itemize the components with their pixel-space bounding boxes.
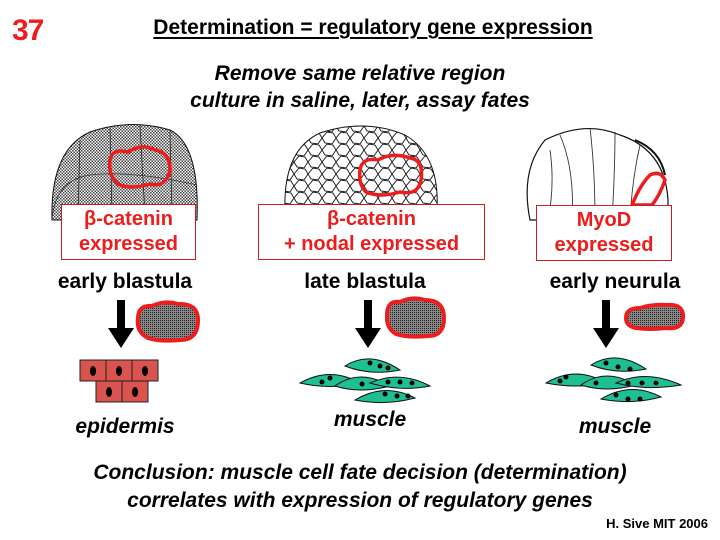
expression-line: expressed <box>554 234 654 256</box>
late-blastula-embryo-icon <box>284 125 438 211</box>
muscle-cells-icon <box>544 357 683 403</box>
expression-line: expressed <box>79 233 178 255</box>
expression-box-late-blastula: β-catenin + nodal expressed <box>258 204 485 260</box>
subtitle-line-1: Remove same relative region <box>214 62 506 85</box>
muscle-cells-icon <box>298 358 432 404</box>
slide-number: 37 <box>12 14 44 47</box>
expression-box-early-neurula: MyoD expressed <box>536 205 672 261</box>
expression-box-early-blastula: β-catenin expressed <box>61 204 196 260</box>
slide-title: Determination = regulatory gene expressi… <box>0 16 720 40</box>
arrow-down-icon <box>108 300 134 348</box>
explant-tissue-icon <box>623 302 686 331</box>
early-blastula-embryo-icon <box>51 124 198 221</box>
arrow-down-icon <box>355 300 381 348</box>
conclusion-line-2: correlates with expression of regulatory… <box>127 489 593 512</box>
fate-label-epidermis: epidermis <box>75 415 175 438</box>
fate-label-muscle: muscle <box>578 415 652 438</box>
expression-line: MyoD <box>576 209 632 231</box>
explant-tissue-icon <box>384 296 447 339</box>
expression-line: β-catenin <box>84 208 173 230</box>
expression-line: β-catenin <box>327 208 416 230</box>
fate-label-muscle: muscle <box>333 408 407 431</box>
stage-label-late-blastula: late blastula <box>304 270 426 293</box>
slide-title-text: Determination = regulatory gene expressi… <box>153 16 593 39</box>
credit: H. Sive MIT 2006 <box>606 516 708 531</box>
arrow-down-icon <box>593 300 619 348</box>
explant-tissue-icon <box>135 300 201 343</box>
epidermis-cells-icon <box>79 359 159 403</box>
stage-label-early-neurula: early neurula <box>549 270 681 293</box>
subtitle-line-2: culture in saline, later, assay fates <box>190 89 530 112</box>
conclusion-line-1: Conclusion: muscle cell fate decision (d… <box>93 461 627 484</box>
early-neurula-embryo-icon <box>526 127 669 221</box>
expression-line: + nodal expressed <box>283 233 460 255</box>
stage-label-early-blastula: early blastula <box>57 270 193 293</box>
